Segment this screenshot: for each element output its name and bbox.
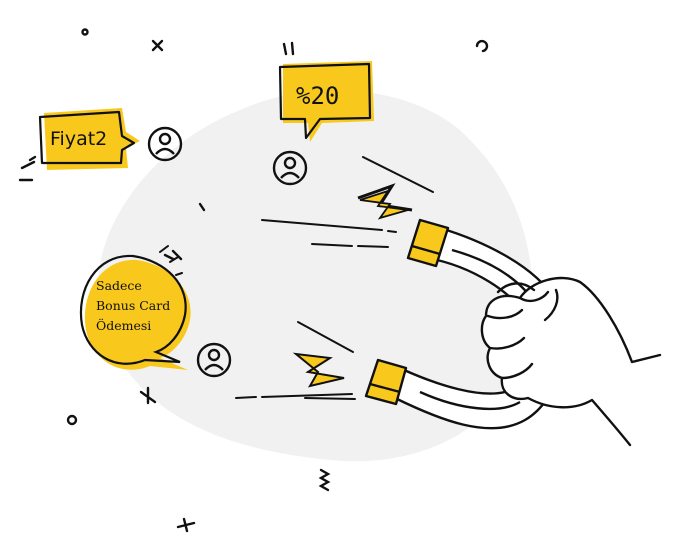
card-label-line: Ödemesi [96, 318, 152, 333]
fiyat-bubble [38, 108, 140, 170]
card-bubble [79, 245, 191, 370]
user-icon [196, 342, 232, 378]
hand-icon [480, 276, 662, 447]
fiyat-label: Fiyat2 [50, 128, 108, 150]
card-label-line: Bonus Card [96, 298, 171, 313]
percent-label: %20 [296, 82, 340, 110]
doodles [18, 28, 489, 533]
user-icon [147, 126, 183, 162]
lightning-bolt-fill [359, 189, 409, 220]
motion-lines [235, 156, 434, 400]
user-icon [272, 150, 308, 186]
card-label: Sadece Bonus Card Ödemesi [96, 276, 170, 336]
lightning-bolt-icon [292, 352, 345, 388]
percent-bubble [278, 61, 374, 142]
card-label-line: Sadece [96, 278, 142, 293]
